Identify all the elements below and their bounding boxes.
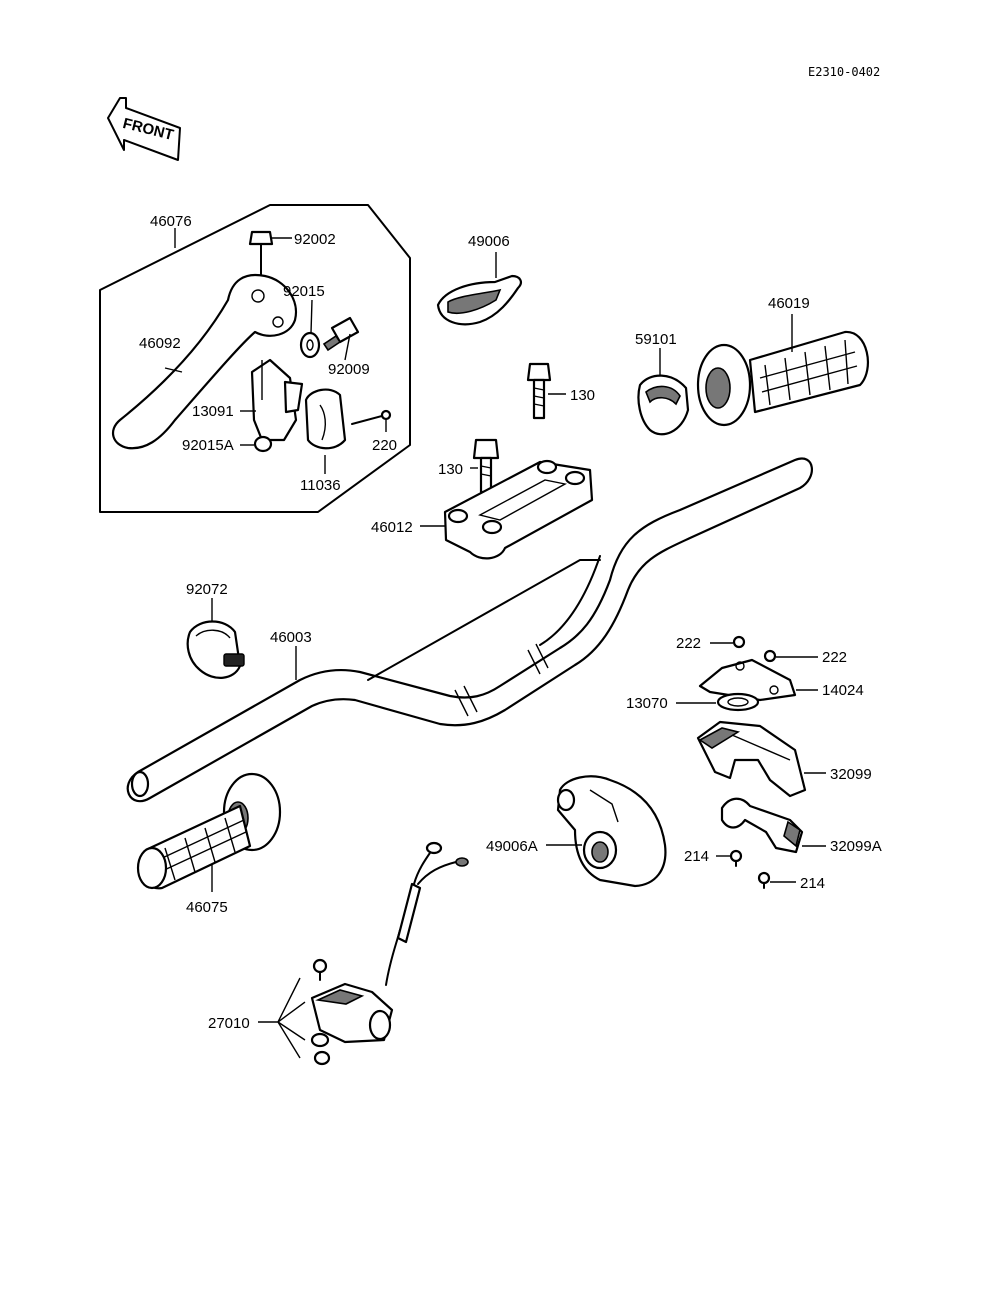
gasket-13070 bbox=[676, 692, 760, 712]
throttle-pulley-59101 bbox=[637, 348, 690, 436]
throttle-grip-46019 bbox=[696, 314, 869, 427]
throttle-case-32099A bbox=[720, 797, 826, 854]
label-92015A: 92015A bbox=[182, 437, 234, 454]
label-32099A: 32099A bbox=[830, 838, 882, 855]
label-92015: 92015 bbox=[283, 283, 325, 300]
screw-220 bbox=[351, 409, 392, 432]
washer-92015 bbox=[299, 299, 321, 359]
lever-cover-49006 bbox=[436, 252, 522, 326]
label-11036: 11036 bbox=[300, 477, 341, 494]
label-46092: 46092 bbox=[139, 335, 181, 352]
label-92009: 92009 bbox=[328, 361, 370, 378]
clutch-lever-46092 bbox=[111, 273, 298, 450]
front-arrow-icon: FRONT bbox=[107, 97, 181, 161]
label-46003: 46003 bbox=[270, 629, 312, 646]
screw-214-left bbox=[716, 849, 743, 867]
screw-222-right bbox=[763, 649, 818, 663]
label-130-lower: 130 bbox=[438, 461, 463, 478]
label-222-left: 222 bbox=[676, 635, 701, 652]
band-92072 bbox=[186, 598, 245, 679]
diagram-code: E2310-0402 bbox=[808, 65, 880, 79]
throttle-housing-49006A bbox=[546, 775, 667, 888]
label-92072: 92072 bbox=[186, 581, 228, 598]
label-214-left: 214 bbox=[684, 848, 709, 865]
nut-92015A bbox=[240, 435, 273, 453]
screw-222-left bbox=[710, 635, 746, 649]
label-49006A: 49006A bbox=[486, 838, 538, 855]
label-14024: 14024 bbox=[822, 682, 864, 699]
label-46012: 46012 bbox=[371, 519, 413, 536]
adjuster-bolt-92009 bbox=[322, 316, 360, 361]
lever-holder-13091 bbox=[250, 358, 304, 442]
label-32099: 32099 bbox=[830, 766, 872, 783]
bolt-130-upper bbox=[526, 362, 566, 420]
label-130-upper: 130 bbox=[570, 387, 595, 404]
label-220: 220 bbox=[372, 437, 397, 454]
clutch-lever-assembly-frame bbox=[99, 204, 411, 513]
label-27010: 27010 bbox=[208, 1015, 250, 1032]
handlebar-46003 bbox=[126, 457, 813, 803]
label-13070: 13070 bbox=[626, 695, 668, 712]
bolt-130-lower bbox=[470, 438, 500, 494]
label-59101: 59101 bbox=[635, 331, 677, 348]
label-214-right: 214 bbox=[800, 875, 825, 892]
clamp-11036 bbox=[304, 388, 347, 474]
label-49006: 49006 bbox=[468, 233, 510, 250]
label-92002: 92002 bbox=[294, 231, 336, 248]
label-46076: 46076 bbox=[150, 213, 192, 230]
throttle-case-32099 bbox=[696, 720, 826, 798]
label-222-right: 222 bbox=[822, 649, 847, 666]
kill-switch-27010 bbox=[258, 841, 469, 1066]
front-label: FRONT bbox=[121, 115, 175, 144]
screw-214-right bbox=[757, 871, 796, 889]
cover-14024 bbox=[698, 658, 818, 702]
label-46075: 46075 bbox=[186, 899, 228, 916]
left-grip-46075 bbox=[136, 772, 282, 892]
label-46019: 46019 bbox=[768, 295, 810, 312]
handlebar-holder-46012 bbox=[420, 459, 594, 560]
label-13091: 13091 bbox=[192, 403, 234, 420]
